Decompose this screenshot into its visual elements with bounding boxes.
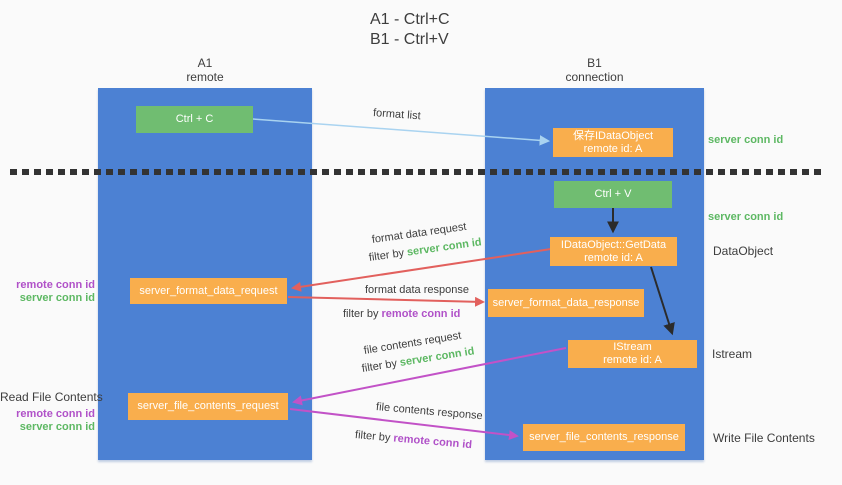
left-column-name: A1 [197, 56, 213, 70]
ctrl-v-node: Ctrl + V [554, 181, 672, 208]
diagram-title: A1 - Ctrl+C B1 - Ctrl+V [370, 10, 450, 50]
read-file-contents-label: Read File Contents [0, 390, 103, 404]
server-file-contents-request-label: server_file_contents_request [137, 400, 279, 412]
server-format-data-response-label: server_format_data_response [492, 296, 640, 309]
right-column-role: connection [565, 70, 624, 84]
istream-side-label: Istream [712, 347, 753, 361]
filter-by-value: remote conn id [381, 308, 461, 320]
filter-by-prefix: filter by [368, 246, 408, 264]
server-conn-id-label-top-right: server conn id [708, 134, 784, 146]
server-conn-id-label-left-bottom: server conn id [19, 421, 95, 433]
server-format-data-response-node: server_format_data_response [488, 289, 644, 317]
server-conn-id-label-left-top: server conn id [19, 292, 95, 304]
file-contents-response-label: file contents response [375, 401, 484, 423]
write-file-contents-label: Write File Contents [713, 431, 815, 445]
title-line-2: B1 - Ctrl+V [370, 31, 449, 48]
istream-line2: remote id: A [603, 354, 662, 366]
server-format-data-request-label: server_format_data_request [139, 284, 278, 297]
left-column-header: A1 remote [98, 56, 312, 84]
server-file-contents-response-node: server_file_contents_response [523, 424, 685, 451]
dataobject-label: DataObject [713, 244, 774, 258]
session-separator-line [10, 169, 826, 175]
filter-by-prefix: filter by [360, 357, 401, 375]
right-column-header: B1 connection [485, 56, 704, 84]
save-idataobject-node: 保存IDataObject remote id: A [553, 128, 673, 157]
format-data-response-filter-label: filter by remote conn id [343, 308, 460, 321]
save-idataobject-line2: remote id: A [583, 142, 643, 155]
server-conn-id-label-mid-right: server conn id [708, 211, 784, 223]
save-idataobject-line1: 保存IDataObject [572, 129, 654, 142]
format-data-response-arrow [287, 296, 485, 307]
format-data-response-label: format data response [365, 284, 469, 296]
ctrl-v-label: Ctrl + V [594, 188, 632, 200]
server-file-contents-response-label: server_file_contents_response [529, 431, 679, 443]
istream-node: IStream remote id: A [568, 340, 697, 368]
idataobject-getdata-node: IDataObject::GetData remote id: A [550, 237, 677, 266]
filter-by-prefix: filter by [343, 308, 382, 320]
right-column-name: B1 [587, 56, 602, 70]
remote-conn-id-label-left-bottom: remote conn id [16, 408, 95, 420]
filter-by-value: remote conn id [392, 432, 473, 452]
server-format-data-request-node: server_format_data_request [130, 278, 287, 304]
idataobject-getdata-line2: remote id: A [584, 251, 643, 264]
filter-by-prefix: filter by [354, 429, 394, 445]
ctrl-c-node: Ctrl + C [136, 106, 253, 133]
left-column-role: remote [186, 70, 224, 84]
ctrl-c-label: Ctrl + C [175, 113, 214, 125]
file-contents-response-filter-label: filter by remote conn id [354, 429, 473, 452]
server-file-contents-request-node: server_file_contents_request [128, 393, 288, 420]
remote-conn-id-label-left-top: remote conn id [16, 279, 95, 291]
title-line-1: A1 - Ctrl+C [370, 11, 450, 28]
idataobject-getdata-line1: IDataObject::GetData [560, 238, 667, 251]
istream-line1: IStream [613, 341, 652, 353]
format-list-label: format list [372, 107, 422, 123]
